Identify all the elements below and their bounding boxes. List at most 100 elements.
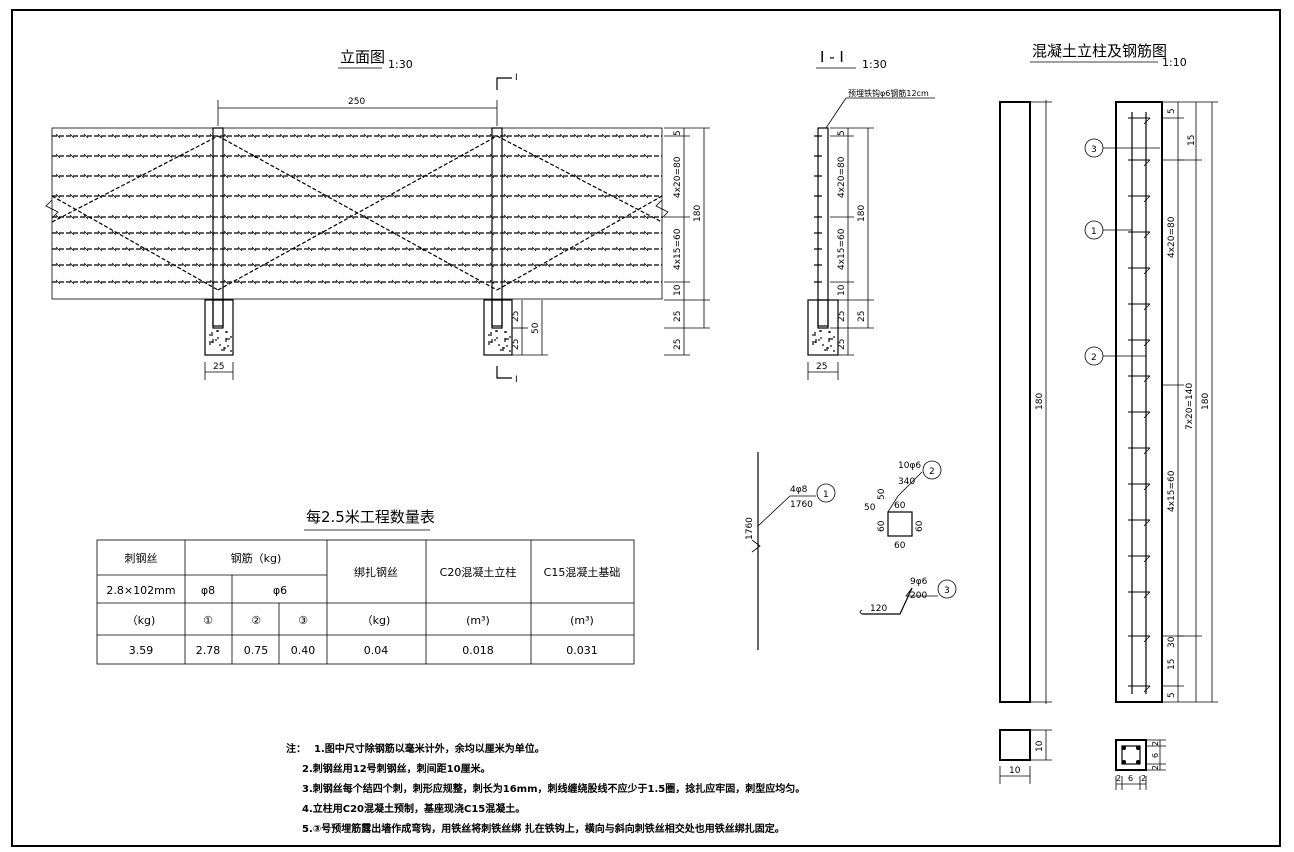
note-1: 1.图中尺寸除钢筋以毫米计外，余均以厘米为单位。 <box>314 742 545 755</box>
svg-text:2: 2 <box>1151 765 1160 770</box>
value-c15: 0.031 <box>566 644 598 657</box>
plain-cross-section <box>999 729 1031 761</box>
svg-text:25: 25 <box>837 339 847 350</box>
plain-column <box>999 101 1031 703</box>
svg-text:1760: 1760 <box>745 517 755 540</box>
svg-text:2: 2 <box>1151 741 1160 746</box>
section-scale: 1:30 <box>862 58 887 71</box>
column-view: 混凝土立柱及钢筋图 1:10 180 3 1 2 <box>999 42 1218 790</box>
svg-text:7x20=140: 7x20=140 <box>1185 383 1195 430</box>
note-2: 2.刺钢丝用12号刺钢丝，刺间距10厘米。 <box>302 762 491 775</box>
svg-text:2.8×102mm: 2.8×102mm <box>106 584 175 597</box>
svg-text:(m³): (m³) <box>466 614 490 627</box>
svg-text:①: ① <box>203 614 213 627</box>
notes: 注： 1.图中尺寸除钢筋以毫米计外，余均以厘米为单位。 2.刺钢丝用12号刺钢丝… <box>286 742 805 835</box>
elevation-footing-width: 25 <box>213 362 224 372</box>
header-c15: C15混凝土基础 <box>544 565 621 579</box>
svg-text:25: 25 <box>673 311 683 322</box>
svg-text:180: 180 <box>1201 393 1211 410</box>
svg-text:③: ③ <box>298 614 308 627</box>
notes-label: 注： <box>286 742 306 755</box>
quantity-table: 每2.5米工程数量表 刺钢丝 钢筋（kg) 绑扎钢丝 C20混凝土立柱 C15混… <box>96 508 635 665</box>
section-mark-top: I <box>515 73 518 83</box>
bar-shapes: 1760 4φ8 1760 1 10φ6 340 2 50 50 60 60 6… <box>745 452 957 650</box>
svg-text:2: 2 <box>1091 353 1097 363</box>
svg-text:340: 340 <box>898 477 915 487</box>
svg-text:6: 6 <box>1128 774 1133 783</box>
svg-text:60: 60 <box>877 520 887 532</box>
note-3: 3.刺钢丝每个结四个刺，刺形应规整，刺长为16mm，刺线缠绕股线不应少于1.5圈… <box>302 782 805 795</box>
svg-text:15: 15 <box>1187 135 1197 146</box>
elevation-title: 立面图 <box>340 48 385 66</box>
value-bar3: 0.40 <box>291 644 316 657</box>
note-5: 5.③号预埋筋露出墙作成弯钩，用铁丝将刺铁丝绑 扎在铁钩上，横向与斜向刺铁丝相交… <box>302 822 785 835</box>
section-hooks <box>814 135 822 283</box>
value-phi8: 2.78 <box>196 644 221 657</box>
svg-text:4x15=60: 4x15=60 <box>673 228 683 270</box>
diagonal-wires <box>51 135 663 291</box>
svg-text:30: 30 <box>1167 636 1177 648</box>
svg-text:25: 25 <box>673 339 683 350</box>
svg-text:4x20=80: 4x20=80 <box>673 156 683 198</box>
svg-text:10: 10 <box>1009 766 1021 776</box>
value-wire: 3.59 <box>129 644 154 657</box>
svg-text:9φ6: 9φ6 <box>910 577 928 587</box>
svg-text:φ6: φ6 <box>273 584 287 597</box>
svg-text:25: 25 <box>857 311 867 322</box>
svg-text:1: 1 <box>823 490 829 500</box>
section-footing-width: 25 <box>816 362 827 372</box>
column-title: 混凝土立柱及钢筋图 <box>1032 42 1167 60</box>
svg-text:2: 2 <box>1116 774 1121 783</box>
svg-text:1760: 1760 <box>790 500 813 510</box>
elevation-view: 立面图 1:30 250 I I <box>45 48 835 385</box>
svg-text:4x15=60: 4x15=60 <box>837 228 847 270</box>
section-view: I - I 1:30 预埋铁钩φ6钢筋12cm 5 4x20=80 180 4x… <box>807 48 935 380</box>
svg-text:25: 25 <box>837 311 847 322</box>
svg-text:180: 180 <box>1035 393 1045 410</box>
svg-text:10: 10 <box>1035 740 1045 752</box>
footing-right <box>483 299 513 356</box>
svg-text:5: 5 <box>673 130 683 136</box>
stirrups <box>1128 117 1151 693</box>
rebar-cross-section <box>1115 739 1147 771</box>
concrete-hatch <box>209 330 835 352</box>
svg-text:200: 200 <box>910 591 927 601</box>
svg-text:60: 60 <box>915 520 925 532</box>
svg-text:50: 50 <box>877 488 887 500</box>
barbed-wires <box>52 133 662 285</box>
svg-text:10: 10 <box>673 284 683 296</box>
svg-text:2: 2 <box>929 467 935 477</box>
elevation-scale: 1:30 <box>388 58 413 71</box>
section-hook-label: 预埋铁钩φ6钢筋12cm <box>848 88 929 98</box>
svg-text:60: 60 <box>894 541 906 551</box>
header-bind: 绑扎钢丝 <box>354 565 398 579</box>
svg-text:50: 50 <box>531 322 541 334</box>
svg-text:4x20=80: 4x20=80 <box>837 156 847 198</box>
value-c20: 0.018 <box>462 644 494 657</box>
post-right <box>491 127 503 327</box>
svg-text:(m³): (m³) <box>570 614 594 627</box>
svg-text:5: 5 <box>1167 108 1177 114</box>
svg-text:3: 3 <box>944 586 950 596</box>
section-mark-bottom: I <box>515 375 518 385</box>
header-wire: 刺钢丝 <box>125 552 158 565</box>
post-left <box>212 127 224 327</box>
svg-text:4x20=80: 4x20=80 <box>1167 216 1177 258</box>
value-bar2: 0.75 <box>244 644 269 657</box>
svg-text:②: ② <box>251 614 261 627</box>
svg-text:3: 3 <box>1091 145 1097 155</box>
svg-text:（kg): （kg) <box>127 614 156 627</box>
svg-text:5: 5 <box>1167 692 1177 698</box>
svg-text:φ8: φ8 <box>201 584 215 597</box>
column-scale: 1:10 <box>1162 56 1187 69</box>
svg-text:120: 120 <box>870 604 887 614</box>
elevation-spacing-dim: 250 <box>348 97 365 107</box>
svg-text:50: 50 <box>864 503 876 513</box>
svg-text:10: 10 <box>837 284 847 296</box>
svg-text:（kg): （kg) <box>362 614 391 627</box>
svg-text:6: 6 <box>1151 753 1160 758</box>
svg-text:60: 60 <box>894 501 906 511</box>
svg-text:1: 1 <box>1091 227 1097 237</box>
header-c20: C20混凝土立柱 <box>440 565 517 579</box>
